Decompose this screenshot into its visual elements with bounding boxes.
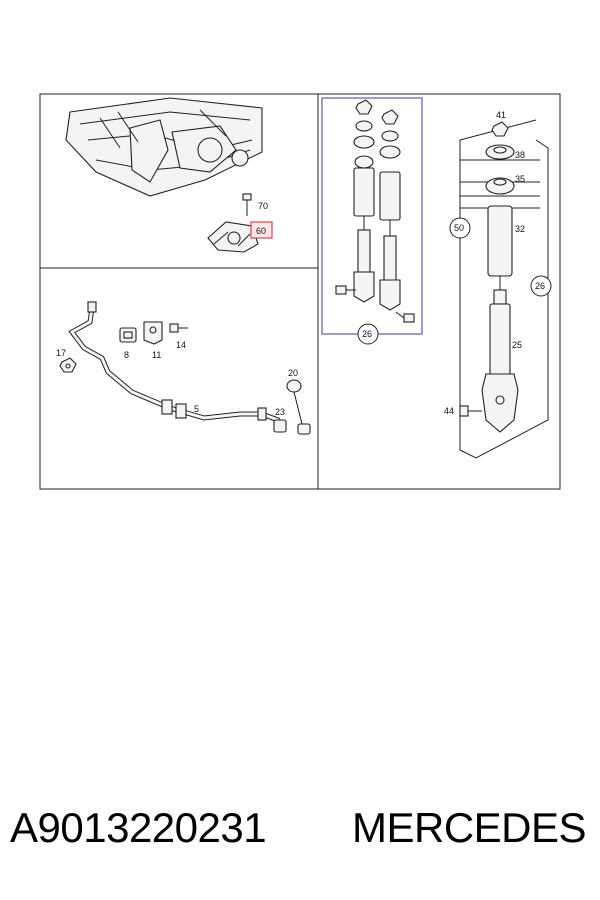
callout-circle-26-right <box>530 275 552 297</box>
caption: A9013220231 MERCEDES <box>0 800 600 860</box>
strut-set-right <box>379 109 415 323</box>
label-32: 32 <box>515 224 525 234</box>
bolt-44 <box>459 405 482 417</box>
label-17: 17 <box>56 348 66 358</box>
nut-23 <box>273 419 287 433</box>
parts-diagram: 70 60 17 8 11 14 5 20 23 <box>39 93 561 490</box>
bolt-70 <box>242 193 252 216</box>
dust-boot-32 <box>487 205 513 290</box>
label-26-left: 26 <box>362 329 372 339</box>
label-35: 35 <box>515 174 525 184</box>
label-20: 20 <box>288 368 298 378</box>
shock-absorber-25 <box>481 289 519 433</box>
part-number: A9013220231 <box>10 804 267 851</box>
label-70: 70 <box>258 201 268 211</box>
chassis-frame-drawing <box>65 97 263 197</box>
callout-circle-26-left <box>357 323 379 345</box>
label-8: 8 <box>124 350 129 360</box>
bolt-14 <box>169 323 188 333</box>
bushing-8 <box>119 327 137 343</box>
label-23: 23 <box>275 407 285 417</box>
clamp-11 <box>143 321 163 345</box>
label-41: 41 <box>496 110 506 120</box>
label-50: 50 <box>454 223 464 233</box>
label-44: 44 <box>444 406 454 416</box>
nut-17 <box>59 357 77 373</box>
label-11: 11 <box>152 350 161 360</box>
link-rod-20 <box>286 379 311 435</box>
label-5: 5 <box>194 404 199 414</box>
label-26-right: 26 <box>535 281 545 291</box>
stabilizer-bar-drawing <box>68 301 281 423</box>
brand-name: MERCEDES <box>352 804 587 851</box>
mount-bracket-60 <box>207 221 259 253</box>
strut-set-left <box>335 99 375 303</box>
top-mount-38 <box>485 144 515 160</box>
bearing-35 <box>485 177 515 195</box>
label-60: 60 <box>256 226 266 236</box>
label-25: 25 <box>512 340 522 350</box>
label-38: 38 <box>515 150 525 160</box>
label-14: 14 <box>176 340 186 350</box>
callout-circle-50 <box>449 217 471 239</box>
highlight-box-60 <box>250 221 273 239</box>
nut-41 <box>491 121 509 137</box>
